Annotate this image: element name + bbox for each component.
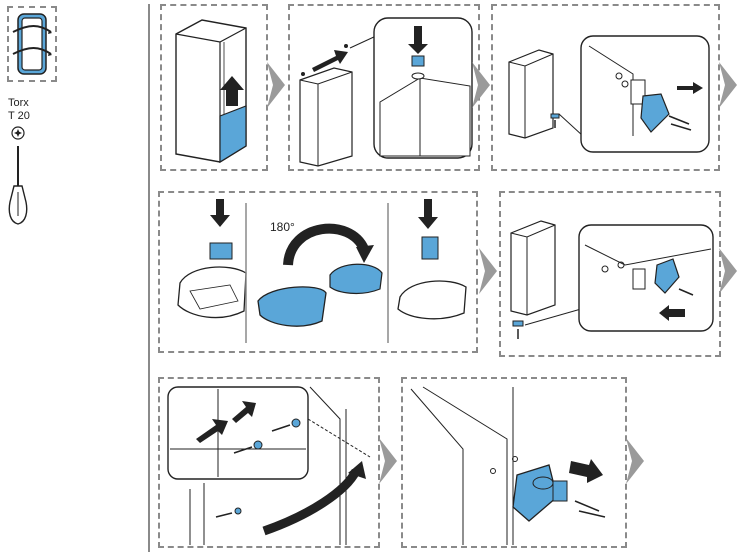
rotation-label: 180°	[270, 220, 295, 234]
torx-bit-icon	[11, 126, 25, 140]
next-step-arrow	[479, 248, 497, 294]
torx-label-line2: T 20	[8, 110, 30, 122]
step-refit-hinge-panel	[499, 191, 721, 357]
step-remove-lower-panel	[160, 4, 268, 171]
next-step-arrow	[379, 438, 397, 484]
step-fit-hinge-panel	[401, 377, 627, 548]
step-remove-cap-panel	[288, 4, 480, 171]
next-step-arrow	[626, 438, 644, 484]
section-divider	[148, 4, 150, 552]
next-step-arrow	[472, 62, 490, 108]
torx-label-line1: Torx	[8, 97, 29, 109]
step-flip-hinge-panel	[158, 191, 478, 353]
door-hinge-icon	[12, 13, 52, 75]
step-move-screws-panel	[158, 377, 380, 548]
next-step-arrow	[719, 248, 737, 294]
step-unscrew-hinge-panel	[491, 4, 720, 171]
next-step-arrow	[267, 62, 285, 108]
next-step-arrow	[719, 62, 737, 108]
screwdriver-icon	[8, 126, 28, 225]
hinge-tool-icon-box	[7, 6, 57, 82]
